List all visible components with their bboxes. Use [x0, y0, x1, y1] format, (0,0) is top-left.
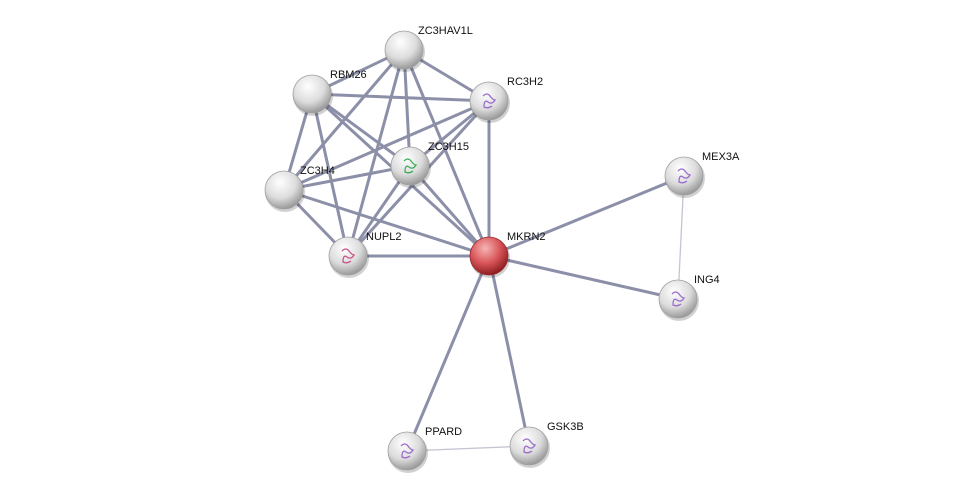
edge-rbm26-rc3h2[interactable] [311, 92, 490, 103]
node-bubble[interactable] [390, 146, 430, 186]
node-zc3hav1l[interactable]: ZC3HAV1L [384, 25, 473, 72]
edge-zc3hav1l-mkrn2[interactable] [402, 49, 491, 257]
node-label: RBM26 [330, 69, 367, 81]
node-label: MEX3A [702, 151, 740, 163]
node-label: MKRN2 [507, 231, 546, 243]
edge-mkrn2-ing4[interactable] [488, 254, 679, 301]
protein-structure-icon [403, 158, 418, 174]
edge-ppard-gsk3b[interactable] [406, 445, 530, 452]
protein-structure-icon [671, 291, 686, 307]
protein-structure-icon [482, 93, 497, 109]
edge-mkrn2-mex3a[interactable] [488, 174, 685, 258]
node-label: ZC3H4 [300, 165, 335, 177]
edge-rbm26-nupl2[interactable] [310, 93, 350, 257]
node-label: NUPL2 [366, 231, 401, 243]
node-zc3h15[interactable]: ZC3H15 [390, 141, 469, 188]
node-label: RC3H2 [507, 76, 543, 88]
node-zc3h4[interactable]: ZC3H4 [264, 165, 335, 212]
node-bubble[interactable] [509, 426, 549, 466]
node-bubble[interactable] [384, 30, 424, 70]
edge-zc3h15-mkrn2[interactable] [408, 165, 491, 257]
node-bubble[interactable] [387, 431, 427, 471]
edge-mkrn2-ppard[interactable] [405, 255, 491, 452]
protein-structure-icon [400, 443, 415, 459]
node-nupl2[interactable]: NUPL2 [328, 231, 401, 278]
node-bubble[interactable] [658, 279, 698, 319]
node-bubble[interactable] [328, 236, 368, 276]
node-mex3a[interactable]: MEX3A [664, 151, 740, 198]
node-bubble[interactable] [264, 170, 304, 210]
node-bubble[interactable] [469, 81, 509, 121]
edge-rbm26-zc3h15[interactable] [311, 92, 411, 168]
node-label: PPARD [425, 426, 462, 438]
edge-zc3h15-zc3h4[interactable] [283, 164, 411, 192]
node-rbm26[interactable]: RBM26 [292, 69, 367, 116]
protein-structure-icon [677, 168, 692, 184]
edge-mex3a-ing4[interactable] [677, 175, 685, 300]
node-ppard[interactable]: PPARD [387, 426, 462, 473]
node-bubble[interactable] [664, 156, 704, 196]
edge-zc3h4-mkrn2[interactable] [283, 188, 490, 258]
node-label: ZC3H15 [428, 141, 469, 153]
node-gsk3b[interactable]: GSK3B [509, 421, 584, 468]
node-bubble[interactable] [292, 74, 332, 114]
edge-rc3h2-zc3h4[interactable] [283, 99, 490, 192]
edge-mkrn2-gsk3b[interactable] [487, 255, 531, 447]
node-label: GSK3B [547, 421, 584, 433]
node-rc3h2[interactable]: RC3H2 [469, 76, 543, 123]
node-mkrn2[interactable]: MKRN2 [469, 231, 546, 278]
edge-zc3hav1l-zc3h4[interactable] [282, 49, 406, 191]
protein-structure-icon [341, 248, 356, 264]
node-label: ZC3HAV1L [418, 25, 473, 37]
node-label: ING4 [694, 274, 720, 286]
node-ing4[interactable]: ING4 [658, 274, 720, 321]
protein-structure-icon [522, 438, 537, 454]
node-bubble[interactable] [469, 236, 509, 276]
